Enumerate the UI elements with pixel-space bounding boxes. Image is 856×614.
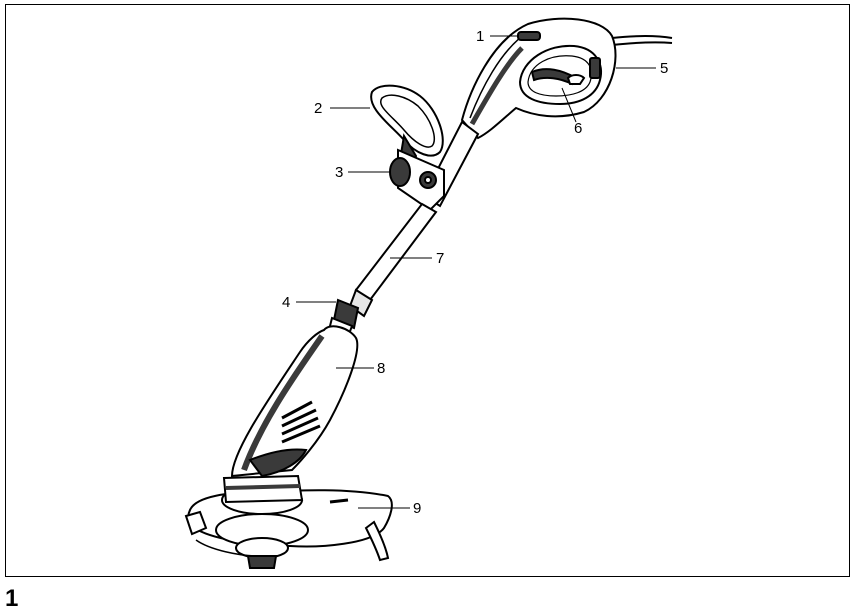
handle-clamp bbox=[390, 150, 444, 210]
callout-8: 8 bbox=[377, 360, 385, 377]
callout-5: 5 bbox=[660, 60, 668, 77]
power-cord bbox=[612, 36, 672, 45]
callout-9: 9 bbox=[413, 500, 421, 517]
lower-shaft bbox=[350, 204, 436, 316]
figure-number: 1 bbox=[5, 585, 18, 613]
callout-7: 7 bbox=[436, 250, 444, 267]
callout-1: 1 bbox=[476, 28, 484, 45]
callout-2: 2 bbox=[314, 100, 322, 117]
callout-6: 6 bbox=[574, 120, 582, 137]
motor-housing bbox=[232, 326, 357, 476]
callout-4: 4 bbox=[282, 294, 290, 311]
callout-3: 3 bbox=[335, 164, 343, 181]
main-handle bbox=[462, 19, 616, 138]
trimmer-guard bbox=[186, 476, 392, 568]
